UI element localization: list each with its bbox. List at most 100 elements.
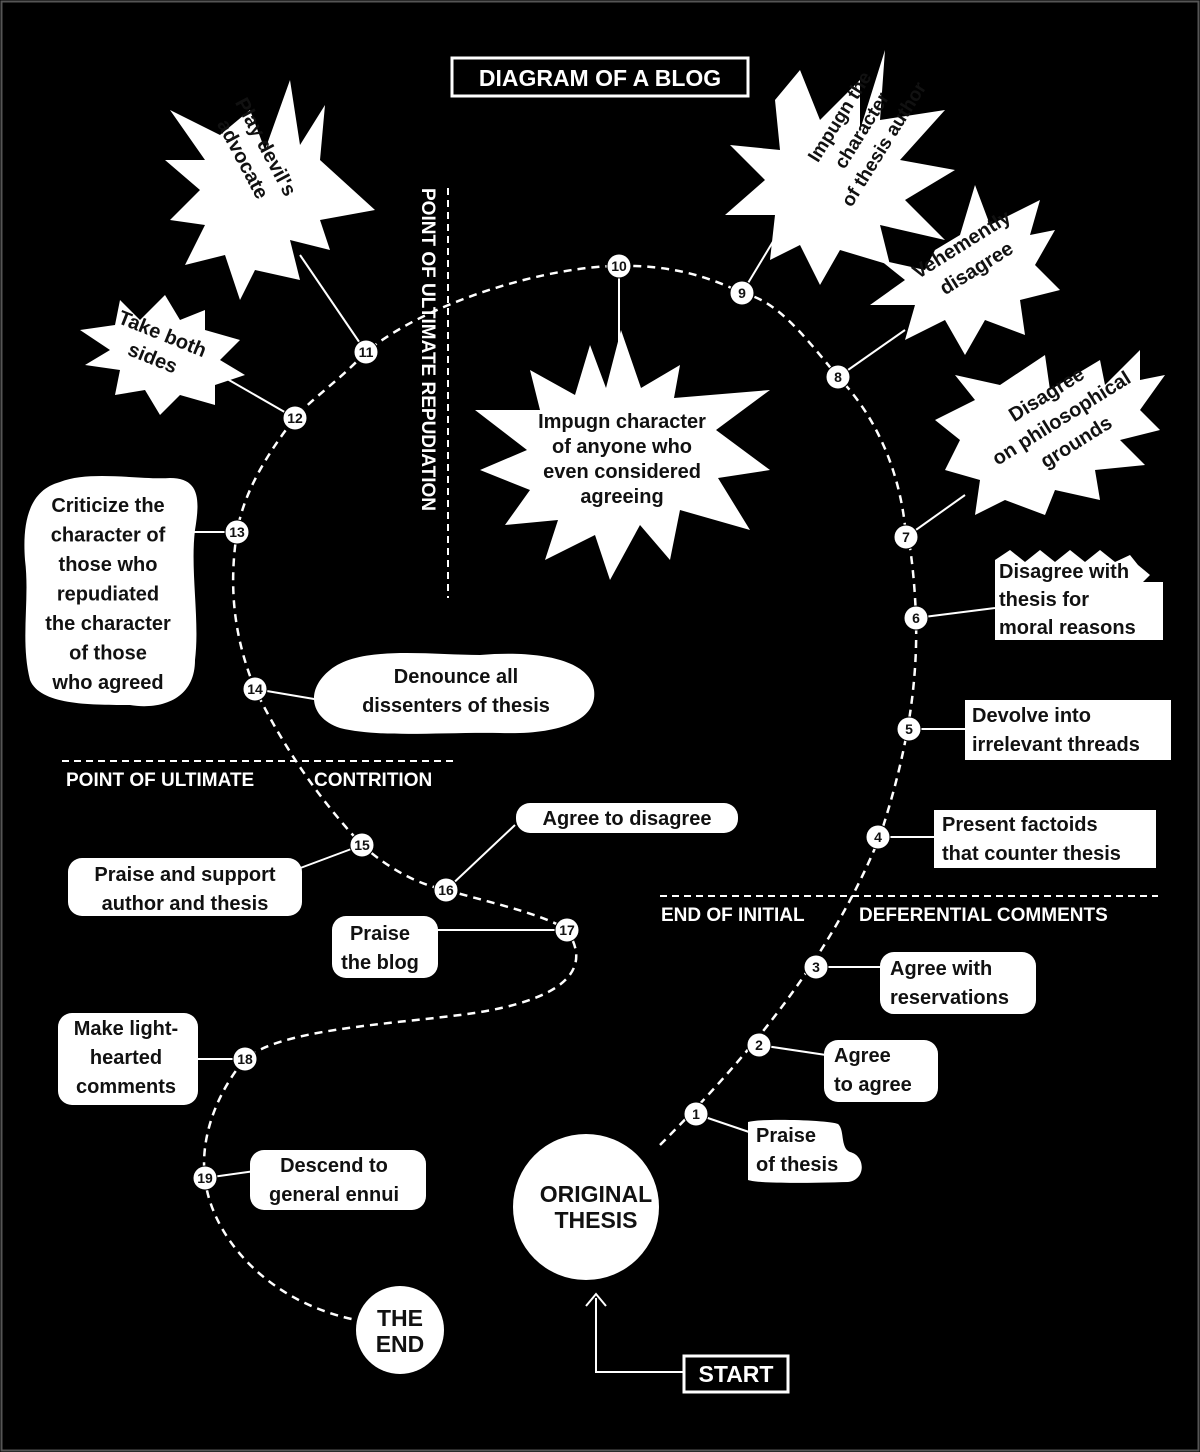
step-node-circle-1: [683, 1101, 709, 1127]
step-6-line-2: thesis for: [999, 589, 1089, 611]
step-node-15: 15: [349, 832, 375, 858]
divider-contrition: POINT OF ULTIMATE CONTRITION: [62, 760, 458, 791]
box-15: [68, 858, 302, 916]
step-node-circle-17: [554, 917, 580, 943]
step-number-11: 11: [359, 344, 374, 360]
step-number-12: 12: [287, 410, 303, 426]
box-19: [250, 1150, 426, 1210]
step-number-1: 1: [692, 1106, 700, 1122]
step-14-line-2: dissenters of thesis: [362, 695, 550, 717]
step-15-line-1: Praise and support: [94, 864, 275, 886]
burst-shape-7: [935, 350, 1165, 515]
step-label-16: Agree to disagree: [543, 808, 712, 830]
thesis-line-1: ORIGINAL: [540, 1181, 652, 1207]
divider-repudiation: POINT OF ULTIMATE REPUDIATION: [417, 188, 449, 598]
step-10-line-2: of anyone who: [552, 436, 692, 458]
step-node-19: 19: [192, 1165, 218, 1191]
step-node-circle-14: [242, 676, 268, 702]
step-number-17: 17: [559, 922, 575, 938]
burst-shape-6: [995, 550, 1150, 588]
thesis-line-2: THESIS: [554, 1207, 637, 1233]
step-text-18: Make light-hearted comments: [74, 1018, 178, 1098]
step-number-6: 6: [912, 610, 920, 626]
step-number-5: 5: [905, 721, 913, 737]
step-text-10: Impugn character of anyone who even consid…: [538, 411, 706, 508]
shapes: [24, 50, 1165, 1183]
start-label: START: [699, 1361, 774, 1387]
label-boxes: [58, 582, 1171, 1210]
box-3: [880, 952, 1036, 1014]
step-3-line-1: Agree with: [890, 958, 992, 980]
step-number-4: 4: [874, 829, 882, 845]
title-box: [450, 56, 750, 98]
step-node-11: 11: [353, 339, 379, 365]
burst-shape-10: [475, 330, 770, 580]
step-node-14: 14: [242, 676, 268, 702]
blog-path: [202, 264, 918, 1322]
up-arrow-icon: [585, 1292, 607, 1307]
original-thesis-node: ORIGINAL THESIS: [513, 1134, 659, 1280]
step-18-line-1: Make light-: [74, 1018, 178, 1040]
step-node-3: 3: [803, 954, 829, 980]
box-6: [995, 582, 1163, 640]
step-10-line-3: even considered: [543, 461, 701, 483]
step-number-16: 16: [438, 882, 454, 898]
step-number-14: 14: [247, 681, 263, 697]
step-node-circle-8: [825, 364, 851, 390]
tag-shape-1: [748, 1119, 862, 1183]
step-18-line-3: comments: [76, 1076, 176, 1098]
step-node-circle-2: [746, 1032, 772, 1058]
step-label-10: Impugn character of anyone who even consid…: [538, 411, 706, 508]
step-node-8: 8: [825, 364, 851, 390]
step-number-18: 18: [237, 1051, 253, 1067]
step-label-3: Agree with reservations: [890, 958, 1009, 1009]
step-text-4: Present factoids that counter thesis: [942, 814, 1121, 865]
step-number-2: 2: [755, 1037, 763, 1053]
step-node-circle-4: [865, 824, 891, 850]
deferential-label-left: END OF INITIAL: [661, 905, 805, 926]
start-marker: START: [585, 1292, 790, 1394]
box-5: [965, 700, 1171, 760]
burst-shape-12: [80, 295, 245, 415]
burst-shape-9: [725, 50, 955, 285]
step-3-line-2: reservations: [890, 987, 1009, 1009]
step-node-1: 1: [683, 1101, 709, 1127]
step-4-line-2: that counter thesis: [942, 843, 1121, 865]
step-node-10: 10: [606, 253, 632, 279]
step-node-circle-19: [192, 1165, 218, 1191]
step-16-line-1: Agree to disagree: [543, 808, 712, 830]
end-line-2: END: [376, 1331, 425, 1357]
step-13-line-6: of those: [69, 643, 147, 665]
step-10-line-1: Impugn character: [538, 411, 706, 433]
step-13-line-3: those who: [59, 554, 158, 576]
step-node-5: 5: [896, 716, 922, 742]
step-13-line-4: repudiated: [57, 584, 159, 606]
step-text-16: Agree to disagree: [543, 808, 712, 830]
step-2-line-2: to agree: [834, 1074, 912, 1096]
step-node-circle-5: [896, 716, 922, 742]
step-17-line-1: Praise: [350, 923, 410, 945]
step-label-4: Present factoids that counter thesis: [942, 814, 1121, 865]
cloud-shape-14: [313, 653, 595, 734]
box-4: [934, 810, 1156, 868]
step-4-line-1: Present factoids: [942, 814, 1098, 836]
step-19-line-1: Descend to: [280, 1155, 388, 1177]
the-end-node: THE END: [356, 1286, 444, 1374]
step-18-line-2: hearted: [90, 1047, 162, 1069]
step-node-circle-6: [903, 605, 929, 631]
box-17: [332, 916, 438, 978]
burst-shape-8: [870, 185, 1060, 355]
step-node-18: 18: [232, 1046, 258, 1072]
step-node-6: 6: [903, 605, 929, 631]
